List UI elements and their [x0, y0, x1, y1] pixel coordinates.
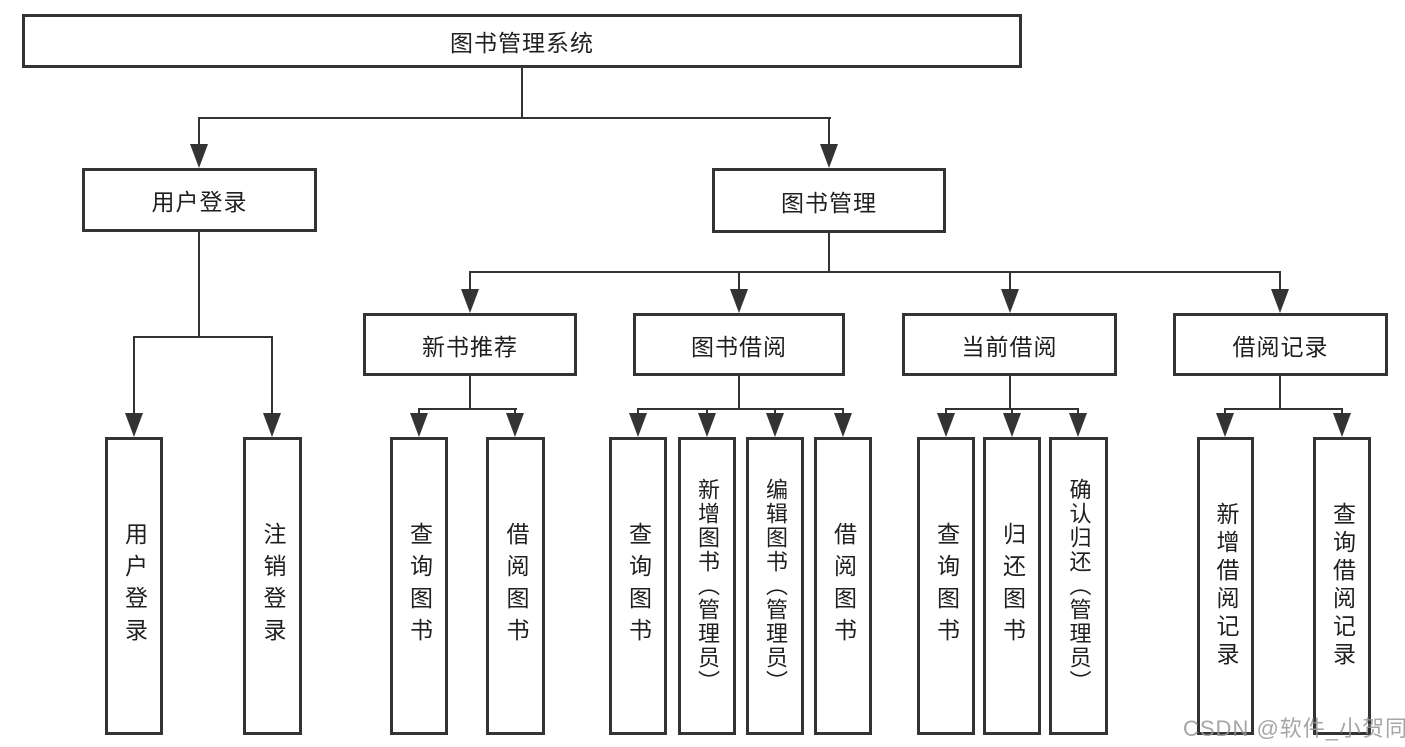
- node-root: 图书管理系统: [22, 14, 1022, 68]
- connector: [198, 232, 200, 336]
- connector: [1279, 271, 1281, 291]
- connector: [1224, 408, 1226, 417]
- arrow-down-icon: [820, 144, 838, 168]
- arrow-down-icon: [834, 413, 852, 437]
- leaf-add-borrow-record: 新增借阅记录: [1197, 437, 1254, 735]
- node-book-management: 图书管理: [712, 168, 946, 233]
- arrow-down-icon: [506, 413, 524, 437]
- connector: [1009, 271, 1011, 291]
- connector: [1011, 408, 1013, 417]
- arrow-down-icon: [937, 413, 955, 437]
- connector: [706, 408, 708, 417]
- node-new-book-recommend: 新书推荐: [363, 313, 577, 376]
- arrow-down-icon: [730, 289, 748, 313]
- arrow-down-icon: [766, 413, 784, 437]
- leaf-logout: 注销登录: [243, 437, 302, 735]
- connector: [738, 271, 740, 291]
- leaf-query-books-3: 查询图书: [917, 437, 975, 735]
- connector: [469, 271, 1281, 273]
- connector: [1224, 408, 1343, 410]
- arrow-down-icon: [410, 413, 428, 437]
- arrow-down-icon: [190, 144, 208, 168]
- arrow-down-icon: [1333, 413, 1351, 437]
- connector: [271, 336, 273, 415]
- connector: [418, 408, 420, 417]
- connector: [418, 408, 517, 410]
- arrow-down-icon: [1003, 413, 1021, 437]
- connector: [637, 408, 639, 417]
- arrow-down-icon: [1271, 289, 1289, 313]
- connector: [842, 408, 844, 417]
- leaf-query-books-1: 查询图书: [390, 437, 448, 735]
- connector: [738, 376, 740, 408]
- connector: [514, 408, 516, 417]
- leaf-borrow-books-2: 借阅图书: [814, 437, 872, 735]
- leaf-borrow-books-1: 借阅图书: [486, 437, 545, 735]
- connector: [521, 68, 523, 117]
- arrow-down-icon: [1001, 289, 1019, 313]
- leaf-add-books-admin: 新增图书（管理员）: [678, 437, 736, 735]
- node-book-borrow: 图书借阅: [633, 313, 845, 376]
- leaf-edit-books-admin: 编辑图书（管理员）: [746, 437, 804, 735]
- leaf-query-borrow-record: 查询借阅记录: [1313, 437, 1371, 735]
- connector: [469, 271, 471, 291]
- connector: [828, 117, 830, 146]
- connector: [637, 408, 844, 410]
- connector: [469, 376, 471, 408]
- connector: [774, 408, 776, 417]
- connector: [198, 117, 831, 119]
- arrow-down-icon: [125, 413, 143, 437]
- leaf-query-books-2: 查询图书: [609, 437, 667, 735]
- node-user-login: 用户登录: [82, 168, 317, 232]
- connector: [133, 336, 273, 338]
- connector: [1341, 408, 1343, 417]
- arrow-down-icon: [1216, 413, 1234, 437]
- arrow-down-icon: [698, 413, 716, 437]
- connector: [198, 117, 200, 146]
- connector: [1077, 408, 1079, 417]
- connector: [1279, 376, 1281, 408]
- arrow-down-icon: [263, 413, 281, 437]
- leaf-confirm-return-admin: 确认归还（管理员）: [1049, 437, 1108, 735]
- connector: [1009, 376, 1011, 408]
- arrow-down-icon: [1069, 413, 1087, 437]
- arrow-down-icon: [629, 413, 647, 437]
- arrow-down-icon: [461, 289, 479, 313]
- connector: [945, 408, 947, 417]
- csdn-watermark: CSDN @软件_小贺同学: [1183, 716, 1405, 741]
- node-current-borrow: 当前借阅: [902, 313, 1117, 376]
- leaf-user-login: 用户登录: [105, 437, 163, 735]
- connector: [133, 336, 135, 415]
- connector: [828, 233, 830, 271]
- node-borrow-records: 借阅记录: [1173, 313, 1388, 376]
- leaf-return-books: 归还图书: [983, 437, 1041, 735]
